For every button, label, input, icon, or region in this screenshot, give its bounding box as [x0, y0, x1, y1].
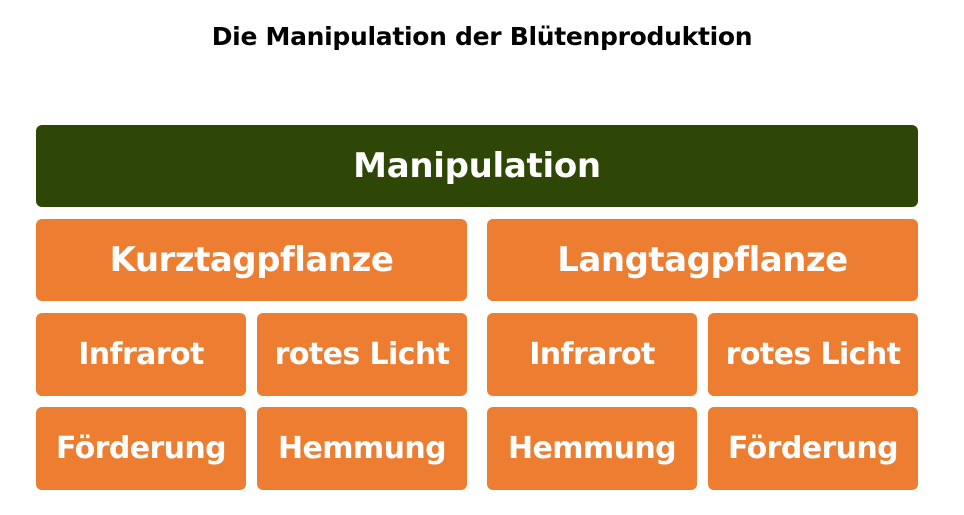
langtag-light-infrarot: Infrarot: [487, 313, 697, 396]
kurztag-light-infrarot: Infrarot: [36, 313, 246, 396]
kurztag-light-rotes-licht: rotes Licht: [257, 313, 467, 396]
langtag-effect-foerderung: Förderung: [708, 407, 918, 490]
kurztag-effect-hemmung: Hemmung: [257, 407, 467, 490]
langtag-light-rotes-licht: rotes Licht: [708, 313, 918, 396]
branch-node-kurztagpflanze: Kurztagpflanze: [36, 219, 467, 301]
root-node-manipulation: Manipulation: [36, 125, 918, 207]
langtag-effect-hemmung: Hemmung: [487, 407, 697, 490]
kurztag-effect-foerderung: Förderung: [36, 407, 246, 490]
branch-node-langtagpflanze: Langtagpflanze: [487, 219, 918, 301]
diagram-title: Die Manipulation der Blütenproduktion: [211, 22, 753, 51]
